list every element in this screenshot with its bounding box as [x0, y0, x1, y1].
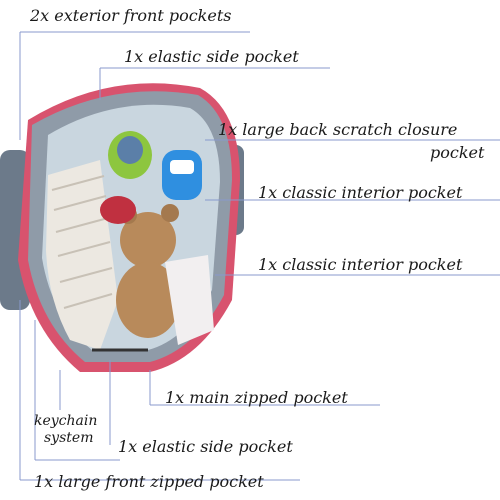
wipes-pack	[165, 255, 214, 345]
label-back-scratch: 1x large back scratch closure	[218, 120, 458, 139]
label-keychain: keychain	[34, 413, 98, 429]
teddy-bear	[120, 212, 176, 268]
label-interior-2: 1x classic interior pocket	[258, 255, 463, 274]
label-elastic-side-bottom: 1x elastic side pocket	[118, 437, 293, 456]
label-front-pockets: 2x exterior front pockets	[30, 6, 232, 25]
label-front-zipped: 1x large front zipped pocket	[34, 472, 264, 491]
label-back-scratch-cont: pocket	[430, 143, 485, 162]
label-interior-1: 1x classic interior pocket	[258, 183, 463, 202]
red-item	[100, 196, 136, 224]
label-elastic-side-top: 1x elastic side pocket	[124, 47, 299, 66]
label-keychain-cont: system	[44, 430, 94, 446]
label-main-zipped: 1x main zipped pocket	[165, 388, 348, 407]
